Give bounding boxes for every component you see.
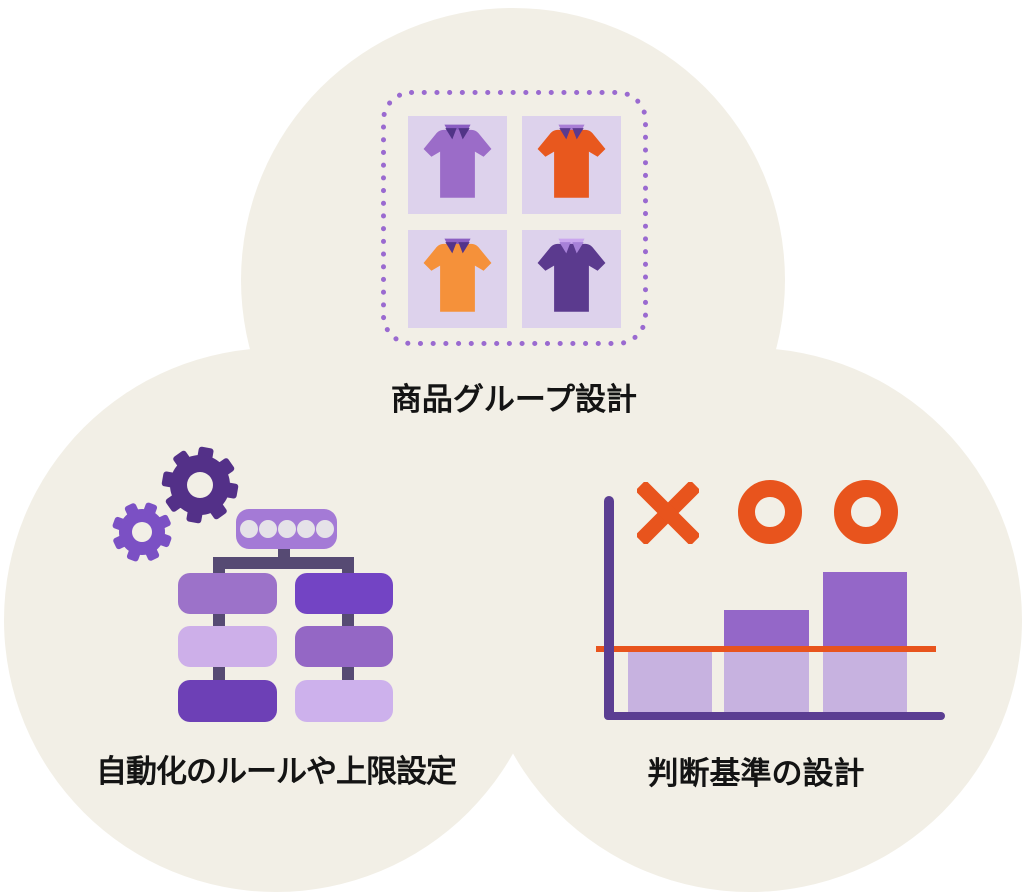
x-mark-icon: [637, 482, 699, 544]
flowchart-box: [295, 573, 393, 614]
tshirt-icon-purple: [423, 124, 492, 198]
threshold-line: [596, 646, 936, 652]
flowchart-root-node: [236, 509, 337, 549]
flowchart-node-dot: [258, 520, 277, 538]
flowchart-box: [178, 573, 277, 614]
flowchart-node-dot: [239, 520, 258, 538]
flowchart-box: [178, 626, 277, 667]
bar-2-overage: [724, 610, 809, 650]
flowchart-node-dot: [296, 520, 315, 538]
tshirt-icon-dark-purple: [537, 238, 606, 312]
section-label-product-group: 商品グループ設計: [390, 382, 638, 417]
gear-icon-small: [112, 502, 172, 562]
flowchart-node-dot: [315, 520, 334, 538]
section-label-judgment-criteria: 判断基準の設計: [647, 756, 865, 791]
o-mark-icon: [738, 480, 802, 544]
product-grid-dotted-border: [381, 90, 648, 346]
flowchart-connector-drop-left: [213, 557, 225, 577]
bar-3: [823, 649, 907, 712]
section-label-automation-rules: 自動化のルールや上限設定: [96, 754, 457, 789]
flowchart-connector-drop-right: [342, 557, 354, 577]
flowchart-box: [178, 680, 277, 722]
tshirt-icon-orange: [423, 238, 492, 312]
flowchart-box: [295, 626, 393, 667]
flowchart-node-dot: [277, 520, 296, 538]
tshirt-icon-red-orange: [537, 124, 606, 198]
tshirt-tile: [408, 230, 507, 328]
flowchart-connector: [342, 665, 354, 683]
bar-2: [724, 649, 809, 712]
tshirt-tile: [522, 116, 621, 214]
tshirt-tile: [408, 116, 507, 214]
bar-1: [628, 650, 712, 712]
flowchart-connector: [213, 612, 225, 630]
flowchart-connector: [342, 612, 354, 630]
bar-chart-x-axis: [604, 712, 945, 720]
tshirt-tile: [522, 230, 621, 328]
bar-chart-y-axis: [604, 496, 614, 720]
gear-icon-large: [161, 446, 239, 524]
flowchart-connector-bar: [213, 557, 354, 569]
flowchart-connector: [213, 665, 225, 683]
flowchart-connector-stem: [278, 546, 290, 560]
o-mark-icon: [834, 480, 898, 544]
bottom-left-circle: [4, 348, 548, 892]
bar-3-overage: [823, 572, 907, 650]
flowchart-box: [295, 680, 393, 722]
